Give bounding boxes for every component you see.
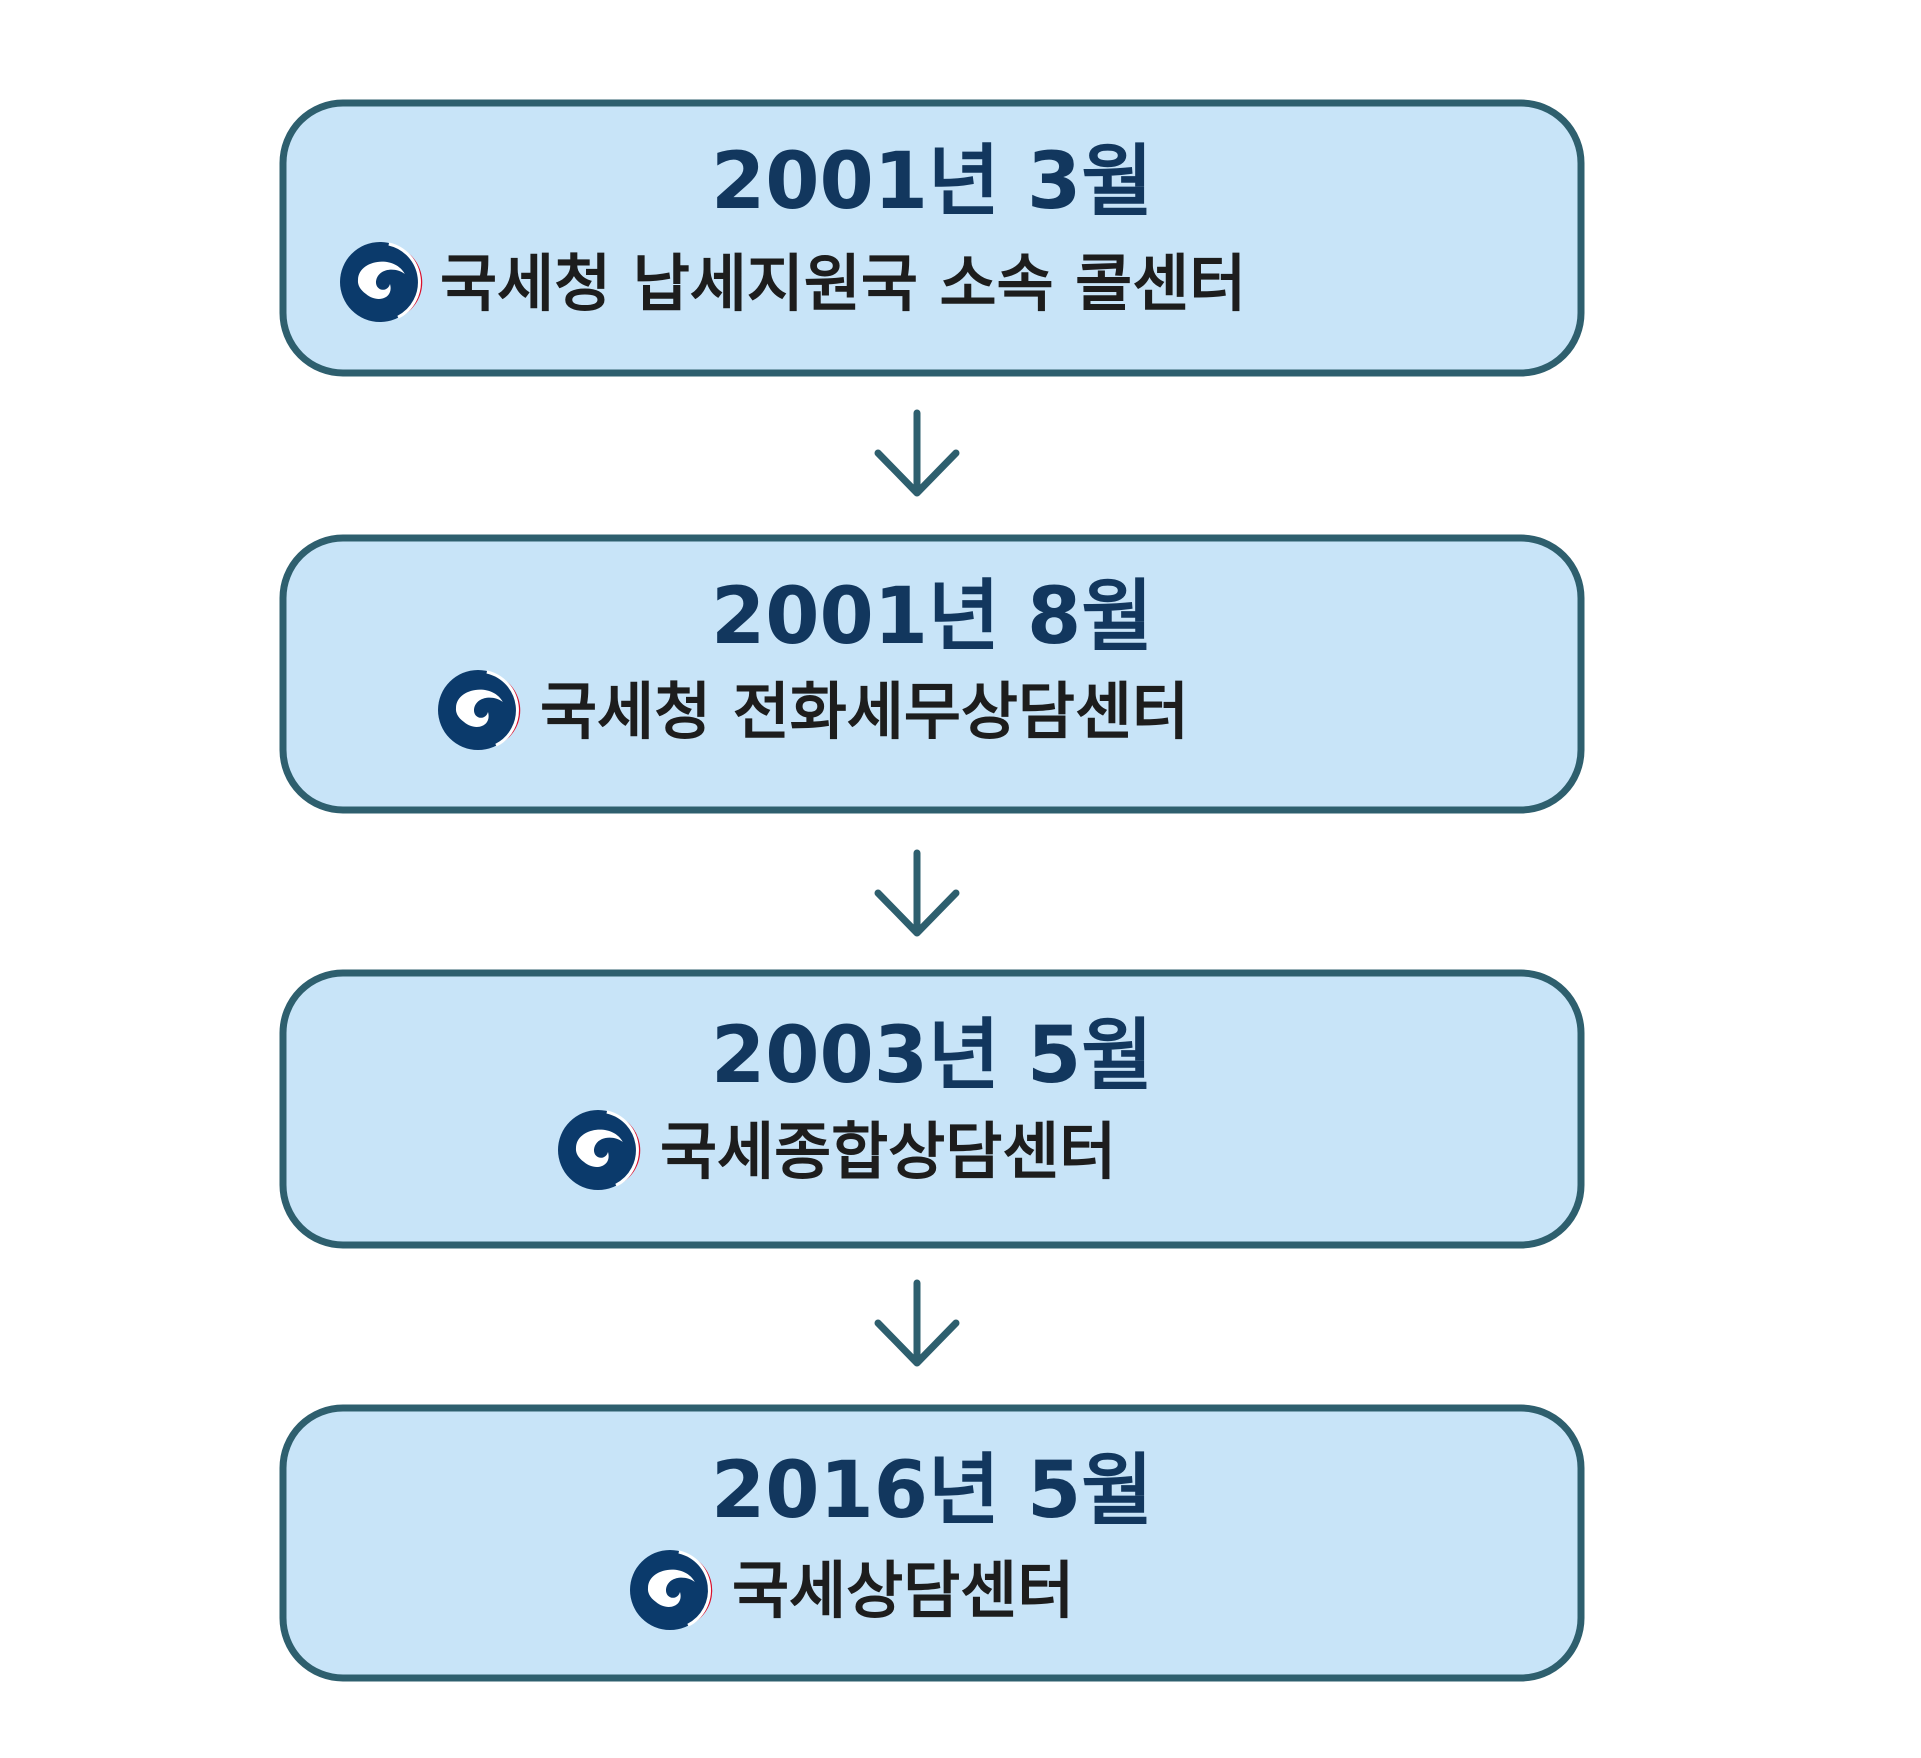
step-date: 2001년 3월 bbox=[711, 137, 1153, 227]
step-name: 국세상담센터 bbox=[732, 1554, 1074, 1627]
emblem-disc bbox=[438, 670, 518, 750]
emblem-disc bbox=[340, 242, 420, 322]
emblem-swirl bbox=[575, 1129, 623, 1167]
timeline-step: 2001년 3월 국세청 납세지원국 소속 콜센터 bbox=[279, 99, 1585, 377]
emblem-separator bbox=[486, 670, 519, 747]
emblem-separator bbox=[388, 242, 421, 319]
emblem-disc bbox=[558, 1110, 638, 1190]
emblem-swirl bbox=[647, 1569, 695, 1607]
step-date: 2001년 8월 bbox=[711, 572, 1153, 662]
step-name: 국세청 납세지원국 소속 콜센터 bbox=[440, 247, 1246, 320]
down-arrow-icon bbox=[874, 849, 960, 937]
emblem-swirl bbox=[455, 689, 503, 727]
timeline-box bbox=[279, 534, 1585, 814]
step-name: 국세청 전화세무상담센터 bbox=[540, 675, 1189, 748]
emblem-disc bbox=[630, 1550, 710, 1630]
timeline-box bbox=[279, 1404, 1585, 1682]
emblem-icon bbox=[438, 670, 521, 750]
emblem-separator bbox=[606, 1110, 639, 1187]
timeline-box bbox=[279, 99, 1585, 377]
down-arrow-icon bbox=[874, 1279, 960, 1367]
down-arrow-icon bbox=[874, 409, 960, 497]
emblem-icon bbox=[558, 1110, 641, 1190]
timeline-step: 2001년 8월 국세청 전화세무상담센터 bbox=[279, 534, 1585, 814]
emblem-icon bbox=[630, 1550, 713, 1630]
timeline-step: 2003년 5월 국세종합상담센터 bbox=[279, 969, 1585, 1249]
step-name: 국세종합상담센터 bbox=[660, 1115, 1116, 1188]
step-date: 2016년 5월 bbox=[711, 1446, 1153, 1536]
timeline-step: 2016년 5월 국세상담센터 bbox=[279, 1404, 1585, 1682]
step-date: 2003년 5월 bbox=[711, 1011, 1153, 1101]
emblem-swirl bbox=[357, 261, 405, 299]
emblem-separator bbox=[678, 1550, 711, 1627]
emblem-icon bbox=[340, 242, 423, 322]
